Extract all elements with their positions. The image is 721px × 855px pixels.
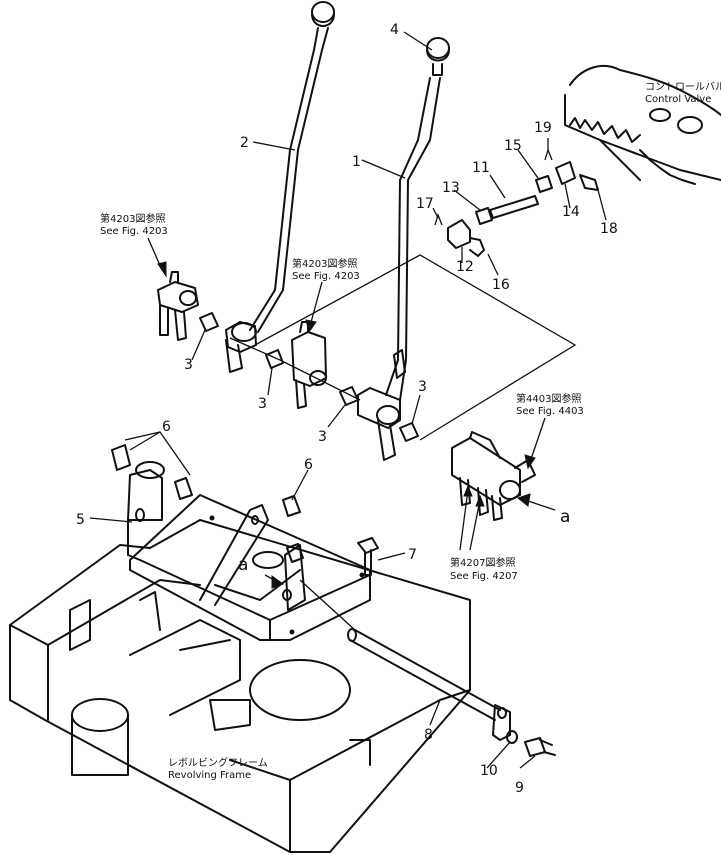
- phantom-lines: [229, 254, 577, 631]
- callout-9: 9: [515, 780, 524, 796]
- callout-11: 11: [472, 160, 490, 176]
- bushings-6: [111, 444, 304, 563]
- bolt-7: [357, 537, 379, 576]
- callout-3: 3: [258, 396, 267, 412]
- control-valve-en: Control Valve: [645, 94, 711, 105]
- callout-4: 4: [390, 22, 399, 38]
- valve-assembly-4403: [451, 431, 536, 521]
- callout-10: 10: [480, 763, 498, 779]
- yoke-14: [555, 161, 576, 185]
- knob-4: [426, 37, 450, 76]
- ref-4203-left-jp: 第4203図参照: [100, 212, 165, 225]
- yoke-12: [447, 219, 471, 249]
- pin-16: [469, 237, 485, 257]
- valve-assembly-4203-left: [157, 271, 199, 341]
- washer-10: [506, 730, 518, 744]
- leader-lines: [89, 31, 607, 769]
- ref-4403-jp: 第4403図参照: [516, 392, 581, 405]
- control-valve-jp: コントロールバルブ: [645, 80, 721, 93]
- callout-13: 13: [442, 180, 460, 196]
- lever-bracket: [127, 461, 371, 641]
- callout-7: 7: [408, 547, 417, 563]
- callout-3: 3: [318, 429, 327, 445]
- ref-4207-en: See Fig. 4207: [450, 571, 518, 582]
- revolving-frame-en: Revolving Frame: [168, 770, 251, 781]
- bolt-9: [524, 737, 556, 757]
- control-valve: [564, 65, 721, 185]
- ref-4403-en: See Fig. 4403: [516, 406, 584, 417]
- callout-17: 17: [416, 196, 434, 212]
- callout-1: 1: [352, 154, 361, 170]
- lever-2: [225, 1, 335, 373]
- callout-16: 16: [492, 277, 510, 293]
- callout-6: 6: [304, 457, 313, 473]
- cotter-19: [544, 148, 553, 161]
- shaft-8: [347, 628, 511, 741]
- callout-15: 15: [504, 138, 522, 154]
- reference-labels: 第4203図参照 See Fig. 4203 第4203図参照 See Fig.…: [100, 80, 721, 781]
- view-mark-a-center: a: [238, 555, 248, 575]
- pin-18: [579, 174, 599, 191]
- callout-labels: 1 2 3 3 3 3 4 5 6 6 7 8 9 10 11 12 13 14…: [76, 22, 618, 796]
- callout-6: 6: [162, 419, 171, 435]
- ref-4203-center-en: See Fig. 4203: [292, 271, 360, 282]
- linkage-parts: [434, 148, 599, 257]
- callout-2: 2: [240, 135, 249, 151]
- ref-4203-left-en: See Fig. 4203: [100, 226, 168, 237]
- callout-12: 12: [456, 259, 474, 275]
- cotter-17: [434, 213, 443, 226]
- ref-4207-jp: 第4207図参照: [450, 556, 515, 569]
- callout-8: 8: [424, 727, 433, 743]
- lever-1: [357, 77, 441, 461]
- revolving-frame-jp: レボルビングフレーム: [168, 756, 268, 769]
- nut-13: [475, 207, 493, 225]
- valve-assembly-4203-center: [291, 321, 327, 409]
- callout-19: 19: [534, 120, 552, 136]
- callout-18: 18: [600, 221, 618, 237]
- revolving-frame: [9, 519, 471, 853]
- callout-14: 14: [562, 204, 580, 220]
- reference-arrows: [147, 237, 556, 589]
- rod-11: [489, 195, 539, 219]
- nut-15: [535, 175, 553, 193]
- view-mark-a-right: a: [560, 507, 570, 527]
- bushings-3: [199, 312, 419, 442]
- ref-4203-center-jp: 第4203図参照: [292, 257, 357, 270]
- callout-3: 3: [184, 357, 193, 373]
- callout-5: 5: [76, 512, 85, 528]
- callout-3: 3: [418, 379, 427, 395]
